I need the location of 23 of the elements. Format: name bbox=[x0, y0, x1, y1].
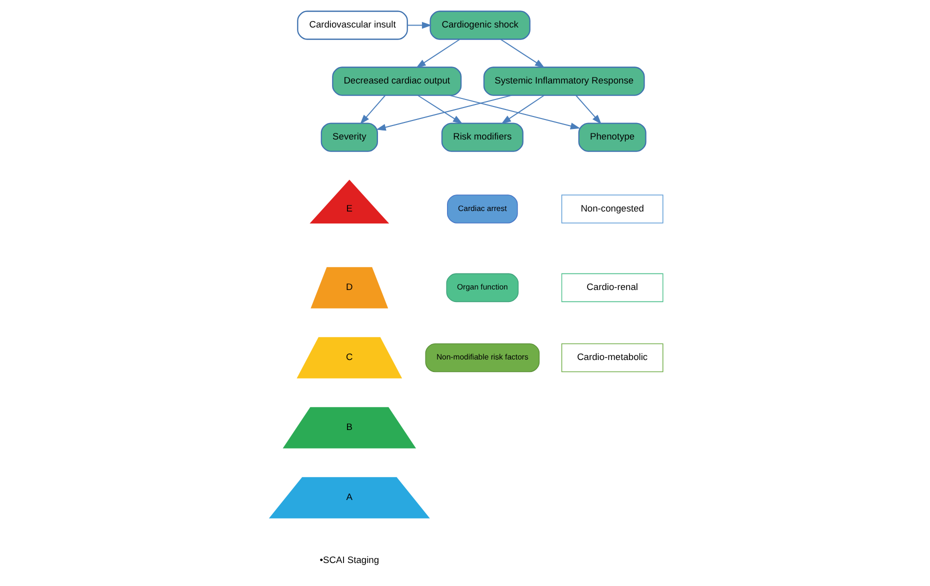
arrow bbox=[575, 95, 602, 124]
node-box: Cardiogenic shock bbox=[429, 10, 530, 40]
arrow bbox=[448, 94, 580, 130]
node-box: Systemic Inflammatory Response bbox=[482, 66, 644, 96]
node-box: Cardiac arrest bbox=[446, 194, 518, 224]
arrow bbox=[417, 94, 462, 124]
node-box: Severity bbox=[320, 122, 378, 152]
arrow bbox=[376, 94, 512, 131]
node-box: Risk modifiers bbox=[440, 122, 523, 152]
node-box: Decreased cardiac output bbox=[332, 66, 462, 96]
arrow bbox=[500, 94, 544, 124]
node-box: Cardiovascular insult bbox=[296, 10, 408, 40]
arrow bbox=[407, 22, 432, 29]
node-box: Cardio-metabolic bbox=[560, 343, 663, 372]
node-box: Organ function bbox=[446, 273, 518, 302]
node-box: Non-congested bbox=[560, 194, 663, 224]
node-box: Non-modifiable risk factors bbox=[424, 343, 540, 372]
node-box: Phenotype bbox=[578, 122, 646, 152]
label: •SCAI Staging bbox=[319, 555, 379, 566]
arrow bbox=[416, 38, 460, 68]
node-box: Cardio-renal bbox=[560, 273, 663, 302]
arrow bbox=[360, 95, 385, 124]
arrow bbox=[500, 38, 544, 68]
